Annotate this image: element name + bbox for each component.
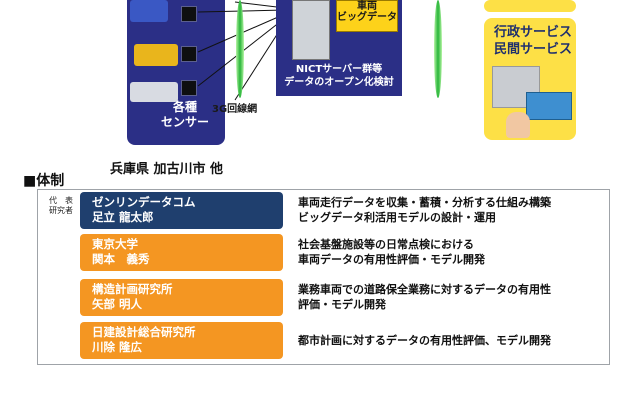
hub-caption: NICTサーバー群等 データのオープン化検討 xyxy=(276,63,402,89)
org-name: 東京大学 xyxy=(92,237,283,252)
services-label: 行政サービス 民間サービス xyxy=(494,24,572,58)
network-lens-right xyxy=(434,0,442,98)
org-name: 構造計画研究所 xyxy=(92,282,283,297)
role-text: 社会基盤施設等の日常点検における 車両データの有用性評価・モデル開発 xyxy=(298,237,608,267)
server-icon xyxy=(292,0,330,60)
rep-label: 代 表 研究者 xyxy=(43,196,79,216)
org-name: ゼンリンデータコム xyxy=(92,195,283,210)
truck-image xyxy=(130,82,178,102)
bus-image xyxy=(134,44,178,66)
person-name: 川除 隆広 xyxy=(92,340,283,355)
role-text: 業務車両での道路保全業務に対するデータの有用性 評価・モデル開発 xyxy=(298,282,608,312)
region-label: 兵庫県 加古川市 他 xyxy=(110,158,223,177)
role-text: 車両走行データを収集・蓄積・分析する仕組み構築 ビッグデータ利活用モデルの設計・… xyxy=(298,195,608,225)
org-box: 構造計画研究所 矢部 明人 xyxy=(80,279,283,316)
person-photo xyxy=(506,112,530,138)
role-text: 都市計画に対するデータの有用性評価、モデル開発 xyxy=(298,333,608,348)
person-name: 関本 義秀 xyxy=(92,252,283,267)
service-panel-top xyxy=(484,0,576,12)
bus-photo xyxy=(526,92,572,120)
org-box: 日建設計総合研究所 川除 隆広 xyxy=(80,322,283,359)
person-name: 足立 龍太郎 xyxy=(92,210,283,225)
network-lens-left xyxy=(236,0,244,98)
section-heading: ■体制 xyxy=(23,170,64,190)
network-label: 3G回線網 xyxy=(212,100,257,115)
bigdata-badge: 車両 ビッグデータ xyxy=(336,0,398,32)
org-box: 東京大学 関本 義秀 xyxy=(80,234,283,271)
person-name: 矢部 明人 xyxy=(92,297,283,312)
org-box: ゼンリンデータコム 足立 龍太郎 xyxy=(80,192,283,229)
org-name: 日建設計総合研究所 xyxy=(92,325,283,340)
car-image xyxy=(130,0,168,22)
